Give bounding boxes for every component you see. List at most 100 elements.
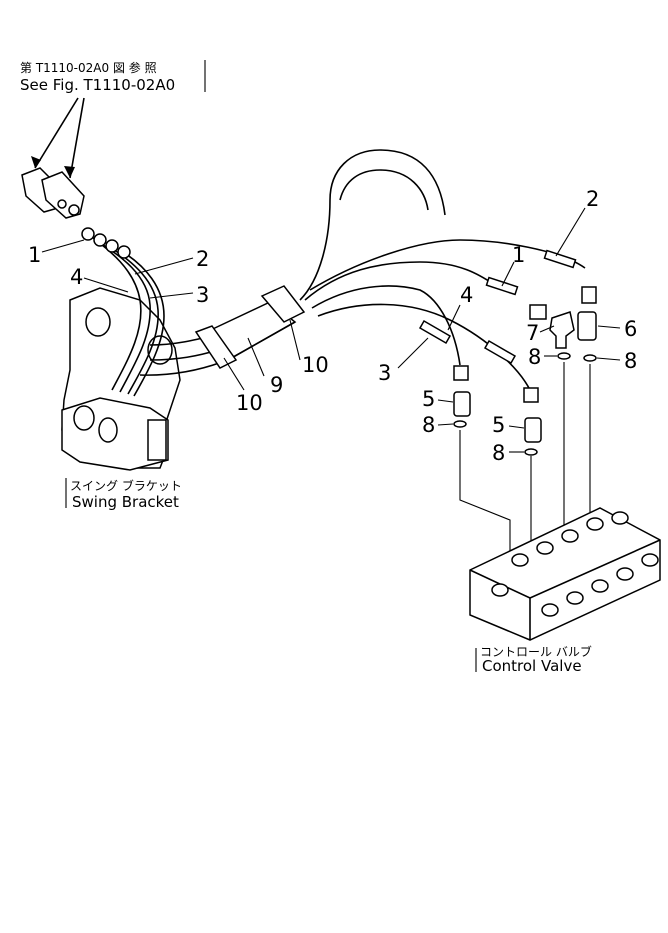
nut-1 bbox=[529, 304, 547, 320]
valve-spool-end bbox=[591, 579, 609, 593]
callout-6: 6 bbox=[624, 317, 637, 341]
leader-line bbox=[223, 357, 245, 391]
elbow-7 bbox=[549, 311, 575, 349]
swing-bracket bbox=[61, 287, 181, 471]
hose-ends-upper bbox=[21, 167, 85, 219]
valve-port bbox=[511, 553, 529, 567]
leader-line bbox=[539, 325, 555, 333]
callout-7: 7 bbox=[526, 321, 539, 345]
adapter-5b bbox=[524, 417, 542, 443]
callout-5-b: 5 bbox=[492, 413, 505, 437]
leader-line bbox=[289, 319, 301, 361]
adapters bbox=[453, 311, 597, 456]
hose-to-fitting-4 bbox=[317, 303, 531, 391]
swing-bracket-caption-japanese: スイング ブラケット bbox=[70, 478, 182, 493]
nut-2 bbox=[581, 286, 597, 304]
valve-port bbox=[491, 583, 509, 597]
o-ring bbox=[583, 354, 597, 362]
valve-spool-end bbox=[641, 553, 659, 567]
swing-bracket-caption: スイング ブラケット Swing Bracket bbox=[65, 478, 182, 511]
leader-line bbox=[247, 337, 265, 377]
leader-line bbox=[83, 277, 129, 293]
valve-port bbox=[536, 541, 554, 555]
valve-port bbox=[586, 517, 604, 531]
callout-8-d: 8 bbox=[492, 441, 505, 465]
reference-arrow bbox=[69, 97, 85, 179]
pin-boss bbox=[98, 417, 118, 443]
valve-spool-end bbox=[541, 603, 559, 617]
callout-2-left: 2 bbox=[196, 247, 209, 271]
leader-line bbox=[437, 423, 454, 426]
reference-caption-japanese: 第 T1110-02A0 図 参 照 bbox=[20, 60, 157, 75]
callout-2-right: 2 bbox=[586, 187, 599, 211]
o-ring bbox=[524, 448, 538, 456]
hose-line bbox=[119, 249, 165, 397]
sleeve-edge bbox=[227, 321, 296, 361]
valve-spool-end bbox=[616, 567, 634, 581]
leader-line bbox=[437, 399, 454, 403]
o-ring bbox=[453, 420, 467, 428]
fitting-nut bbox=[117, 245, 131, 259]
callout-9: 9 bbox=[270, 373, 283, 397]
callout-3-right: 3 bbox=[378, 361, 391, 385]
connection-line bbox=[459, 430, 511, 560]
leader-line bbox=[596, 357, 621, 361]
hose-end-2 bbox=[543, 249, 577, 269]
control-valve bbox=[469, 507, 661, 641]
arrow-head bbox=[31, 156, 41, 168]
clamp-band-left bbox=[194, 325, 238, 369]
leader-line bbox=[149, 292, 194, 299]
leader-line bbox=[447, 304, 461, 331]
callout-4-right: 4 bbox=[460, 283, 473, 307]
fitting-nut bbox=[105, 239, 119, 253]
callout-3-left: 3 bbox=[196, 283, 209, 307]
adapter-5a bbox=[453, 391, 471, 417]
hose-line bbox=[107, 245, 159, 395]
valve-body bbox=[469, 507, 661, 641]
pin-boss bbox=[73, 405, 95, 431]
clamp-band-right bbox=[260, 285, 306, 323]
swing-bracket-caption-english: Swing Bracket bbox=[72, 493, 179, 511]
callout-1-right: 1 bbox=[512, 243, 525, 267]
leader-line bbox=[397, 337, 429, 369]
fitting-nut bbox=[93, 233, 107, 247]
nut-3 bbox=[453, 365, 469, 381]
hose-loops bbox=[299, 149, 586, 391]
control-valve-caption: コントロール バルブ Control Valve bbox=[475, 644, 592, 675]
valve-port bbox=[611, 511, 629, 525]
callout-5-a: 5 bbox=[422, 387, 435, 411]
reference-caption-english: See Fig. T1110-02A0 bbox=[20, 76, 175, 94]
callout-8-c: 8 bbox=[422, 413, 435, 437]
control-valve-caption-english: Control Valve bbox=[482, 657, 582, 675]
reference-caption: 第 T1110-02A0 図 参 照 See Fig. T1110-02A0 bbox=[20, 60, 206, 179]
control-valve-caption-japanese: コントロール バルブ bbox=[480, 644, 592, 659]
hose-bundle-left bbox=[81, 227, 223, 397]
callout-numbers: 1 2 3 4 9 10 10 2 1 4 3 7 6 8 8 5 8 5 8 bbox=[28, 187, 637, 465]
bracket-plate bbox=[147, 419, 167, 461]
leader-lines bbox=[41, 207, 621, 453]
hose-end-fittings-right bbox=[418, 249, 597, 403]
leader-line bbox=[555, 207, 586, 257]
hose-to-fitting-1 bbox=[304, 261, 496, 301]
callout-4-left: 4 bbox=[70, 265, 83, 289]
hose-line bbox=[139, 361, 223, 376]
o-ring bbox=[557, 352, 571, 360]
hose-end-3 bbox=[418, 320, 452, 344]
fitting-nut bbox=[68, 204, 80, 216]
leader-line bbox=[508, 425, 525, 429]
fitting-nut bbox=[81, 227, 95, 241]
callout-10-right: 10 bbox=[302, 353, 329, 377]
leader-line bbox=[41, 239, 85, 253]
hose-to-fitting-3 bbox=[311, 285, 461, 366]
nut-4 bbox=[523, 387, 539, 403]
leader-line bbox=[134, 257, 194, 275]
arrow-head bbox=[64, 166, 75, 178]
valve-port bbox=[561, 529, 579, 543]
hose-end-4 bbox=[483, 340, 517, 364]
leader-line bbox=[597, 325, 621, 329]
callout-1-left: 1 bbox=[28, 243, 41, 267]
callout-10-left: 10 bbox=[236, 391, 263, 415]
leader-line bbox=[501, 261, 515, 287]
